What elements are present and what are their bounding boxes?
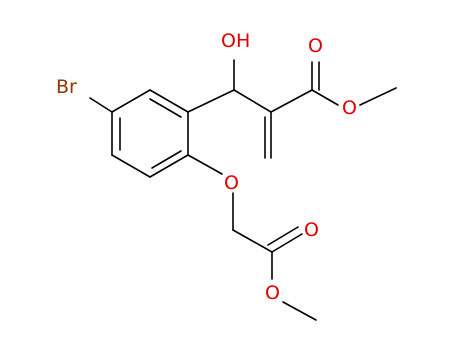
- atom-oxygen-ether: O: [224, 172, 239, 194]
- atom-hydroxyl: OH: [221, 30, 250, 52]
- bond-ring-c5-c6: [149, 154, 189, 178]
- bond-ring-c2-c3: [111, 89, 151, 113]
- bond-ring-inner-1: [149, 98, 182, 118]
- bond-o-methyl-2: [282, 301, 317, 321]
- atom-oxygen-ester2-methoxy: O: [265, 282, 280, 304]
- atom-oxygen-ester1-carbonyl: O: [308, 35, 323, 57]
- bond-cester2-o-double-2: [267, 226, 299, 246]
- bond-c6-oether: [187, 154, 223, 175]
- atom-oxygen-ester1-methoxy: O: [342, 97, 357, 119]
- bond-calkene-cester: [270, 89, 313, 113]
- bond-choh-calkene: [233, 89, 272, 113]
- bond-ring-c1-c2: [149, 89, 189, 113]
- bond-ch2-cester2: [232, 229, 273, 253]
- atom-oxygen-ester2-carbonyl: O: [304, 219, 319, 241]
- bond-ring-c4-c5: [111, 154, 151, 178]
- atom-bromine: Br: [56, 76, 77, 98]
- bond-cester2-o-double-1: [271, 233, 303, 253]
- bond-o-methyl-1: [359, 87, 397, 106]
- bond-c3-br: [89, 97, 113, 113]
- bond-c1-choh: [187, 89, 235, 113]
- bond-cester-o-single: [311, 89, 339, 106]
- bond-ring-inner-3: [151, 150, 182, 169]
